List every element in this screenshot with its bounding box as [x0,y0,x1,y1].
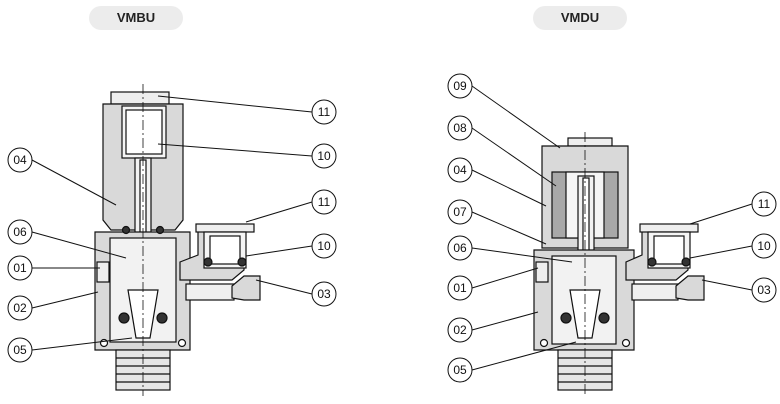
callout-03-left: 03 [311,281,337,307]
svg-text:05: 05 [13,343,27,357]
callout-10-right: 10 [751,233,777,259]
svg-text:03: 03 [757,283,771,297]
vmbu-title: VMBU [89,6,183,30]
svg-text:11: 11 [318,195,331,209]
callout-06-left: 06 [7,219,33,245]
svg-text:01: 01 [453,281,467,295]
svg-text:10: 10 [317,149,331,163]
callout-10a-left: 10 [311,143,337,169]
vmbu-leader-lines [31,95,313,351]
svg-text:09: 09 [453,79,467,93]
svg-text:11: 11 [318,105,331,119]
callout-05-left: 05 [7,337,33,363]
callout-07-right: 07 [447,199,473,225]
svg-text:05: 05 [453,363,467,377]
callout-02-right: 02 [447,317,473,343]
svg-text:01: 01 [13,261,27,275]
svg-text:10: 10 [757,239,771,253]
callout-08-right: 08 [447,115,473,141]
svg-text:06: 06 [453,241,467,255]
callout-01-left: 01 [7,255,33,281]
callout-11a-left: 11 [311,99,337,125]
callout-11-right: 11 [751,191,777,217]
svg-text:06: 06 [13,225,27,239]
callout-04-right: 04 [447,157,473,183]
svg-text:08: 08 [453,121,467,135]
vmdu-title: VMDU [533,6,627,30]
vmbu-valve-drawing [94,91,261,391]
svg-text:02: 02 [453,323,467,337]
callout-02-left: 02 [7,295,33,321]
vmdu-leader-lines [471,85,753,371]
svg-text:10: 10 [317,239,331,253]
callout-01-right: 01 [447,275,473,301]
vmdu-callouts: 09 08 04 07 06 01 02 05 11 10 03 [447,73,777,383]
svg-text:03: 03 [317,287,331,301]
callout-06-right: 06 [447,235,473,261]
callout-04-left: 04 [7,147,33,173]
svg-text:04: 04 [13,153,27,167]
callout-05-right: 05 [447,357,473,383]
callout-03-right: 03 [751,277,777,303]
svg-text:07: 07 [453,205,467,219]
svg-text:02: 02 [13,301,27,315]
callout-10b-left: 10 [311,233,337,259]
vmbu-callouts: 04 06 01 02 05 11 10 11 10 03 [7,99,337,363]
callout-11b-left: 11 [311,189,337,215]
svg-text:04: 04 [453,163,467,177]
vmdu-valve-drawing [533,137,705,391]
svg-text:11: 11 [758,197,771,211]
callout-09-right: 09 [447,73,473,99]
